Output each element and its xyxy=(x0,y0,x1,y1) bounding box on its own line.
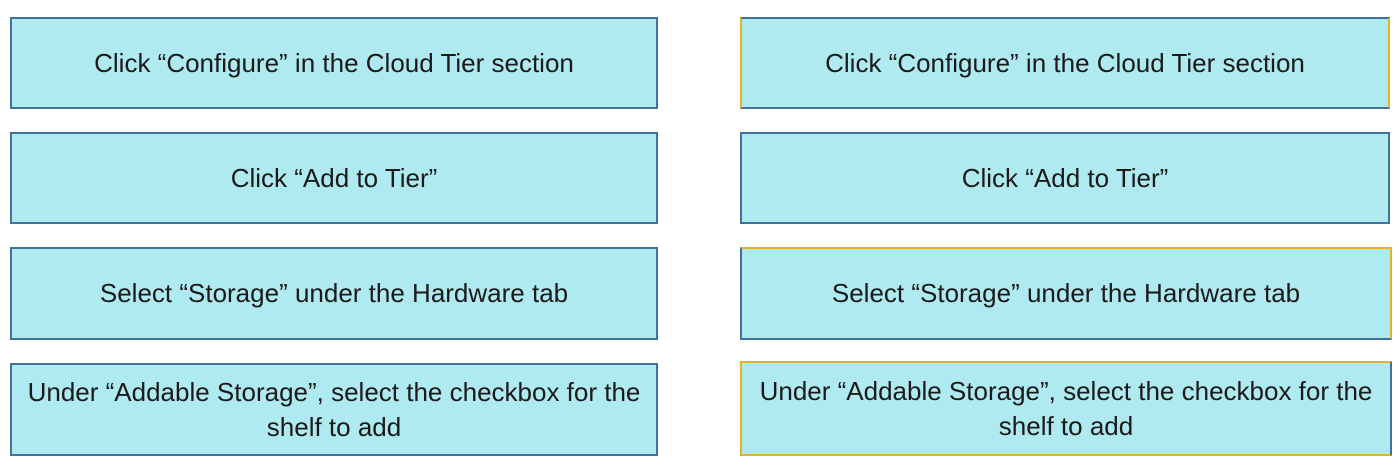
answer-step-select-storage[interactable]: Select “Storage” under the Hardware tab xyxy=(740,247,1392,340)
option-step-add-to-tier[interactable]: Click “Add to Tier” xyxy=(10,132,658,224)
step-label: Click “Configure” in the Cloud Tier sect… xyxy=(94,47,574,78)
option-step-configure-cloud-tier[interactable]: Click “Configure” in the Cloud Tier sect… xyxy=(10,17,658,109)
answer-step-configure-cloud-tier[interactable]: Click “Configure” in the Cloud Tier sect… xyxy=(740,17,1390,109)
step-label: Under “Addable Storage”, select the chec… xyxy=(759,375,1373,441)
answer-step-select-shelf-checkbox[interactable]: Under “Addable Storage”, select the chec… xyxy=(740,361,1392,456)
step-label: Select “Storage” under the Hardware tab xyxy=(831,278,1301,308)
step-label: Click “Add to Tier” xyxy=(961,162,1169,193)
option-step-select-storage[interactable]: Select “Storage” under the Hardware tab xyxy=(10,247,658,340)
step-label: Click “Add to Tier” xyxy=(230,162,438,193)
answer-step-add-to-tier[interactable]: Click “Add to Tier” xyxy=(740,132,1390,224)
step-label: Click “Configure” in the Cloud Tier sect… xyxy=(825,47,1305,78)
option-step-select-shelf-checkbox[interactable]: Under “Addable Storage”, select the chec… xyxy=(10,363,658,456)
step-label: Under “Addable Storage”, select the chec… xyxy=(27,376,641,442)
step-label: Select “Storage” under the Hardware tab xyxy=(99,278,569,308)
